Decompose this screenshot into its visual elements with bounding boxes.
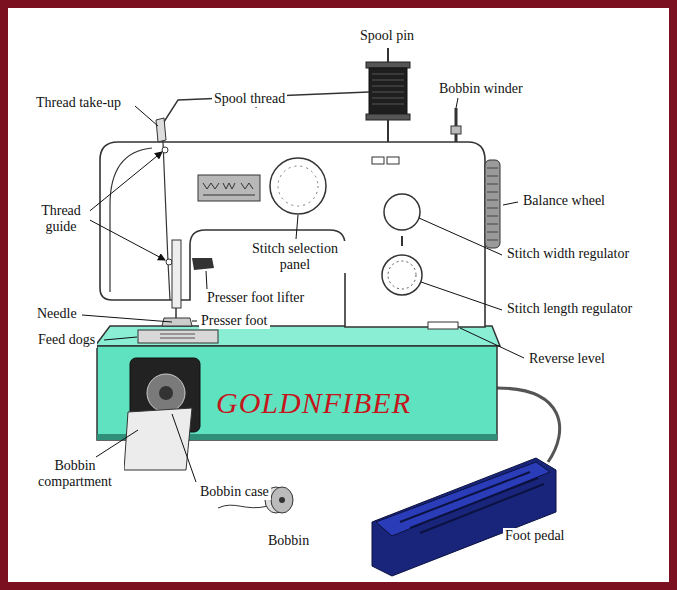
part-label: Bobbin winder [437,81,525,97]
wheel-ribs [487,168,498,240]
thread-guide [162,147,168,153]
watermark: GOLDNFIBER [216,386,411,420]
bobbin-thread [218,505,268,508]
bobbin-hole [279,497,285,503]
leader-line [172,414,196,482]
thread-spool [369,68,407,114]
feed-dogs [160,334,195,338]
part-label: Presser foot [199,313,270,329]
stitch-width-knob [384,194,420,230]
thread-guide [166,259,172,265]
compartment-door [124,408,192,470]
spool-thread [160,92,369,128]
stitch-length-knob [382,255,422,295]
needle-plate [138,330,218,343]
part-label: Bobbin compartment [26,458,124,490]
stitch-selection-dial [270,158,326,214]
stitch-symbols [203,195,255,196]
stitch-display [198,175,260,201]
foot-pedal [372,458,556,576]
part-label: Spool pin [358,28,416,44]
leader-lines [82,96,524,482]
part-label: Presser foot lifter [205,290,306,306]
part-label: Thread take-up [34,95,123,111]
top-slot [372,157,384,164]
leader-arrow [86,152,162,214]
spool-pin [387,120,389,142]
thread-take-up-lever [156,118,166,142]
part-label: Feed dogs [36,332,97,348]
leader-line [206,271,207,289]
spool-windings [372,74,404,104]
leader-line [296,215,298,239]
bobbin [271,487,293,513]
leader-line [421,282,502,310]
part-label: Balance wheel [521,193,607,209]
part-label: Stitch length regulator [505,301,634,317]
leader-line [104,337,137,340]
machine-body [100,142,485,327]
bobbin-case [147,374,185,412]
part-label: Bobbin [266,533,311,549]
knob-ticks [388,261,416,289]
part-label: Foot pedal [503,528,567,544]
leader-line [96,430,138,457]
face-cover [110,148,152,292]
dial-ticks [278,166,318,206]
presser-foot-lifter [192,258,214,270]
bobbin-case-center [159,386,173,400]
knob-marker [401,236,403,246]
part-label: Spool thread [212,91,287,107]
pedal-top [376,462,550,536]
reverse-lever [428,322,458,329]
leader-line [192,321,197,322]
thread-line [160,128,170,300]
balance-wheel [485,160,500,248]
leader-line [503,202,518,205]
bobbin-winder-base [451,126,461,134]
power-cable [497,388,560,462]
part-label: Bobbin case [198,484,271,500]
leader-line [456,98,458,108]
part-label: Stitch selection panel [243,241,347,273]
part-label: Stitch width regulator [505,246,631,262]
leader-line [135,106,158,126]
spool-cap [366,62,410,68]
top-slot [387,157,399,164]
part-label: Thread guide [32,203,90,235]
leader-line [460,328,524,358]
pedal-ridges [400,472,544,533]
needle-bar [172,240,181,308]
background [8,8,669,582]
leader-arrow [86,218,165,260]
leader-line [419,218,502,255]
part-label: Reverse level [527,351,607,367]
stitch-symbols [203,183,253,189]
bobbin-winder [455,108,458,142]
spool-cap [366,114,410,120]
part-label: Needle [35,306,79,322]
leader-line [82,315,172,322]
